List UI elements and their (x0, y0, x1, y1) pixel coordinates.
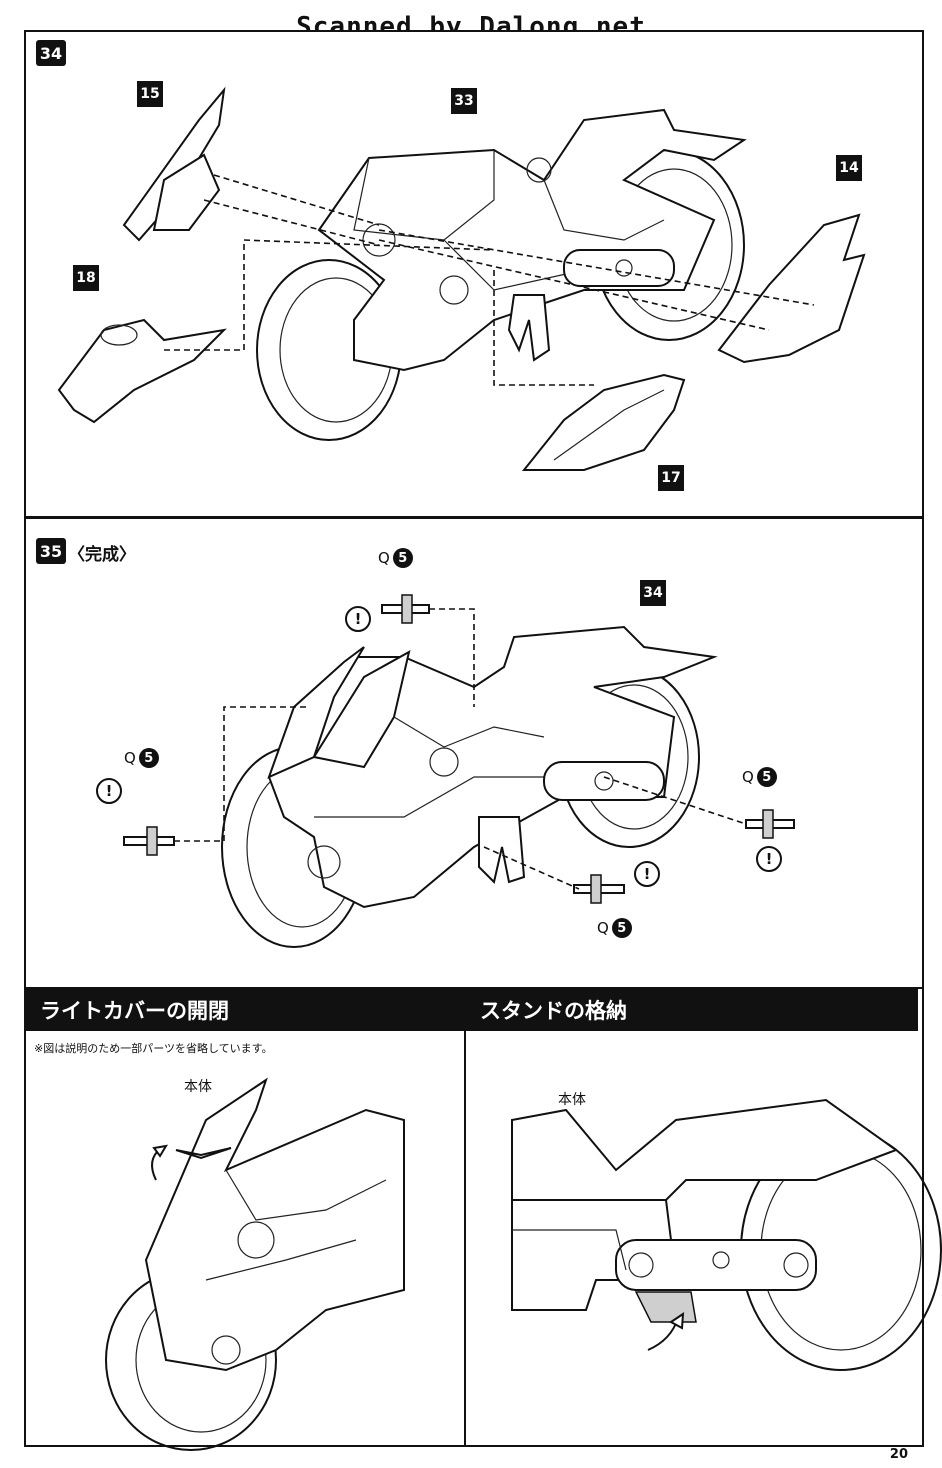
assembly-34-label: 34 (640, 580, 666, 606)
q-part-letter: Q (378, 549, 390, 567)
warning-icon: ! (345, 606, 371, 632)
light-cover-body-label: 本体 (184, 1079, 212, 1095)
q-number-badge: 5 (756, 767, 777, 787)
step-34-illustration (57, 86, 866, 471)
warning-icon: ! (96, 778, 122, 804)
q-number-badge: 5 (392, 548, 413, 568)
q5-label-left: Q 5 (124, 748, 159, 768)
step-34-number: 34 (36, 40, 66, 66)
q-number-badge: 5 (611, 918, 632, 938)
light-cover-illustration (105, 1077, 405, 1451)
step-35-illustration (123, 594, 795, 948)
light-cover-note: ※図は説明のため一部パーツを省略しています。 (34, 1042, 273, 1055)
stand-illustration (511, 1098, 942, 1371)
stand-title: スタンドの格納 (466, 989, 918, 1031)
part-18-label: 18 (73, 265, 99, 291)
q5-label-top: Q 5 (378, 548, 413, 568)
warning-icon: ! (634, 861, 660, 887)
panel-divider (464, 989, 466, 1445)
part-14-label: 14 (836, 155, 862, 181)
step-35-number: 35 (36, 538, 66, 564)
q-part-letter: Q (124, 749, 136, 767)
q-part-letter: Q (742, 768, 754, 786)
warning-icon: ! (756, 846, 782, 872)
q-number-badge: 5 (138, 748, 159, 768)
q5-label-bottom: Q 5 (597, 918, 632, 938)
q-part-letter: Q (597, 919, 609, 937)
part-17-label: 17 (658, 465, 684, 491)
page-number: 20 (889, 1447, 908, 1462)
q5-label-right: Q 5 (742, 767, 777, 787)
light-cover-title: ライトカバーの開閉 (26, 989, 464, 1031)
part-15-label: 15 (137, 81, 163, 107)
part-33-label: 33 (451, 88, 477, 114)
stand-body-label: 本体 (558, 1092, 586, 1108)
step-35-label: 〈完成〉 (68, 545, 136, 565)
